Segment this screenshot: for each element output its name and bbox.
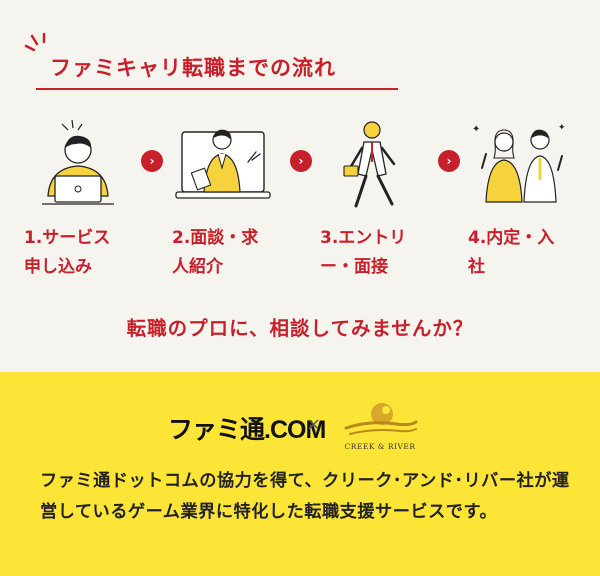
walking-businessman-icon (343, 121, 396, 208)
next-step-arrow: › (141, 150, 163, 172)
page-title: ファミキャリ転職までの流れ (50, 56, 336, 80)
step-label-1: 1.サービス 申し込み (24, 228, 111, 277)
creek-river-emblem-icon (344, 403, 418, 435)
partner-section (0, 372, 600, 576)
creek-river-wordmark: CREEK & RIVER (344, 442, 416, 451)
service-description: ファミ通ドットコムの協力を得て、クリーク･アンド･リバー社が運営しているゲーム業… (40, 471, 570, 522)
laptop-person-icon (42, 119, 114, 205)
next-step-arrow: › (438, 150, 460, 172)
title-underline (36, 88, 398, 90)
step-label-4: 4.内定・入 社 (468, 228, 555, 277)
svg-text:✦: ✦ (472, 124, 480, 135)
video-interview-icon (175, 129, 271, 199)
logo-separator: × (306, 414, 322, 435)
creek-river-logo: CREEK & RIVER (340, 398, 420, 454)
consultation-cta: 転職のプロに、相談してみませんか？ (126, 317, 474, 340)
step-label-2: 2.面談・求 人紹介 (172, 228, 259, 277)
celebrating-pair-icon: ✦ ✦ (472, 123, 566, 203)
sparkle-icon (24, 32, 46, 52)
step-label-3: 3.エントリ ー・面接 (320, 228, 407, 277)
next-step-arrow: › (290, 150, 312, 172)
flow-section: ファミキャリ転職までの流れ › › › ✦ ✦ (24, 32, 566, 340)
famitsu-logo: ファミ通.COM (168, 416, 326, 444)
svg-text:✦: ✦ (558, 123, 566, 133)
